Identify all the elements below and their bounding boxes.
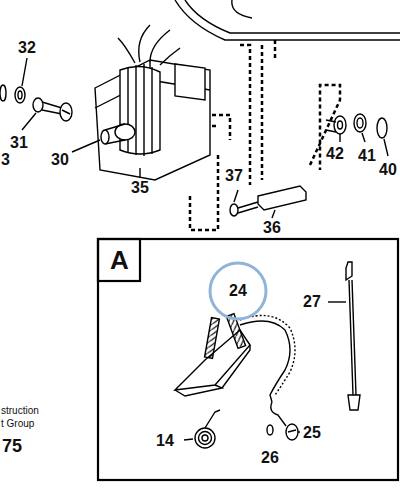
callout-number: 26 xyxy=(261,450,279,466)
callout-number: 24 xyxy=(229,283,247,299)
callout-number: 36 xyxy=(263,220,281,236)
callout-number: 32 xyxy=(18,40,36,56)
highlight-circle: 24 xyxy=(208,261,268,321)
callout-number: 14 xyxy=(156,433,174,449)
view-letter: A xyxy=(110,247,129,273)
callout-number: 25 xyxy=(303,425,321,441)
detail-inset: A 24 xyxy=(98,239,398,480)
callout-number: 41 xyxy=(358,148,376,164)
callout-number: 42 xyxy=(326,146,344,162)
page-number: 75 xyxy=(2,437,22,455)
callout-number: 40 xyxy=(379,162,397,178)
caption-fragment: t Group xyxy=(1,419,34,429)
callout-number: 27 xyxy=(303,294,321,310)
callout-number: 31 xyxy=(10,135,28,151)
callout-number: 3 xyxy=(1,152,10,168)
caption-fragment: struction xyxy=(1,406,39,416)
callout-number: 30 xyxy=(51,152,69,168)
callout-number: 35 xyxy=(131,180,149,196)
callout-number: 37 xyxy=(225,168,243,184)
